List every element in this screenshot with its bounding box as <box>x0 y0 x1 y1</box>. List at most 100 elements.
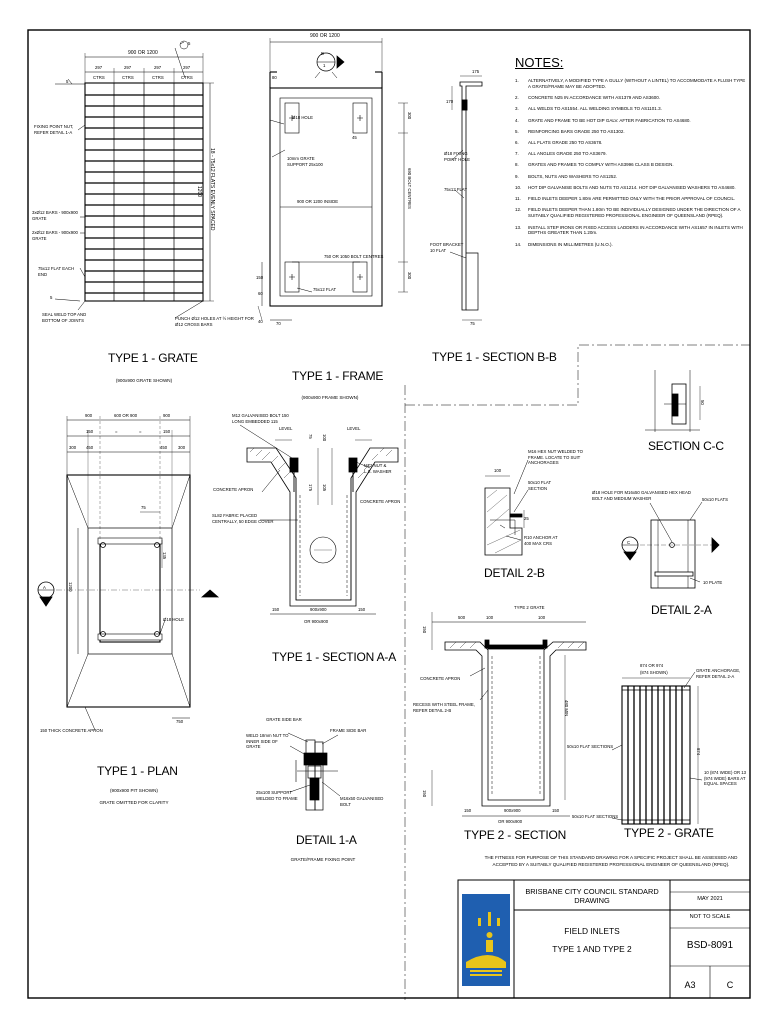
seccc-title: SECTION C-C <box>648 439 724 453</box>
plan1-sec-letter: A <box>43 585 46 590</box>
grate1-ctrs-2: CTRS <box>122 75 134 80</box>
grate2-anch: GRATE ANCHORAGE, REFER DETAIL 2-A <box>696 668 741 679</box>
frame1-v2: 690 BOLT CENTRES <box>407 168 412 209</box>
plan1-d450a: 450 <box>86 445 94 450</box>
section-bb-view <box>449 75 483 321</box>
grate1-fixing: FIXING POINT NUT, REFER DETAIL 1-A <box>34 124 74 135</box>
notes-list: 1.ALTERNATIVELY, A MODIFIED TYPE A GULLY… <box>515 78 747 253</box>
grate1-dim-2: 297 <box>124 65 132 70</box>
title-block <box>457 879 751 999</box>
secaa-apron-l: CONCRETE APRON <box>213 487 254 492</box>
det2a-plate: 10 PLATE <box>703 580 723 585</box>
frame1-v3: 300 <box>407 272 412 280</box>
det2b-flat: 50x10 FLAT SECTION <box>528 480 552 491</box>
plan1-hole: Ø18 HOLE <box>163 617 185 622</box>
note-item: 5.REINFORCING BARS GRADE 250 TO AS1302. <box>515 129 747 135</box>
det2a-sec-letter: C <box>627 540 631 545</box>
det2b-d25: 25 <box>524 516 529 521</box>
note-item: 14. DIMENSIONS IN MILLIMETRES (U.N.O.). <box>515 242 747 248</box>
note-text: ALL FLATS GRADE 250 TO AS3678. <box>528 140 603 146</box>
plan1-title: TYPE 1 - PLAN <box>97 764 178 778</box>
frame1-support: 10mm GRATE SUPPORT 25x100 <box>287 156 323 167</box>
secaa-title: TYPE 1 - SECTION A-A <box>272 650 397 664</box>
note-text: ALL ANGLES GRADE 250 TO AS3679. <box>528 151 607 157</box>
frame1-d80: 80 <box>272 75 277 80</box>
detail-2b-view <box>484 459 529 556</box>
note-number: 10. <box>515 184 522 190</box>
tb-name-2: TYPE 1 AND TYPE 2 <box>552 944 632 954</box>
det2b-d100: 100 <box>494 468 502 473</box>
plan1-d300a: 300 <box>69 445 77 450</box>
plan1-d1200: 1200 <box>68 582 73 592</box>
secaa-bot1: 900x900 <box>310 607 327 612</box>
plan1-note: GRATE OMITTED FOR CLARITY <box>99 800 169 805</box>
note-number: 14. <box>515 241 522 247</box>
note-text: FIELD INLETS DEEPER THAN 1.80m TO BE IND… <box>528 207 741 219</box>
note-number: 11. <box>515 196 521 202</box>
note-text: ALL WELDS TO AS1554. ALL WELDING SYMBOLS… <box>528 106 662 112</box>
det2b-title: DETAIL 2-B <box>484 566 545 580</box>
type1-frame-view <box>257 38 408 321</box>
secaa-d105: 105 <box>322 484 327 492</box>
frame1-inside: 900 OR 1200 INSIDE <box>297 199 339 204</box>
note-text: DIMENSIONS IN MILLIMETRES (U.N.O.). <box>528 241 613 247</box>
rpeq-disclaimer: THE FITNESS FOR PURPOSE OF THIS STANDARD… <box>484 855 738 868</box>
note-item: 9.BOLTS, NUTS AND WASHERS TO AS1252. <box>515 174 747 180</box>
sec2-d150c: 150 <box>464 808 472 813</box>
frame1-dim-top: 900 OR 1200 <box>310 33 340 39</box>
sec2-d100a: 100 <box>486 615 494 620</box>
secaa-d175: 175 <box>308 484 313 492</box>
sec2-d100b: 100 <box>538 615 546 620</box>
plan1-subtitle: (900x900 PIT SHOWN) <box>110 788 158 793</box>
secaa-d150b: 150 <box>358 607 366 612</box>
note-text: GRATE AND FRAME TO BE HOT DIP GALV. AFTE… <box>528 117 691 123</box>
tb-name-1: FIELD INLETS <box>564 926 620 936</box>
plan1-d300b: 300 <box>178 445 186 450</box>
frame1-d40: 40 <box>258 319 263 324</box>
grate1-dim-top: 900 OR 1200 <box>128 50 158 56</box>
sec2-bot2: OR 900x900 <box>498 819 523 824</box>
sec2-d500: 500 <box>458 615 466 620</box>
grate1-weld-2: 5 <box>188 41 191 46</box>
grate1-ctrs-1: CTRS <box>93 75 105 80</box>
note-text: INSTALL STEP IRONS OR FIXED ACCESS LADDE… <box>528 224 743 236</box>
secaa-bot2: OR 900x900 <box>304 619 329 624</box>
notes-title: NOTES: <box>515 55 564 70</box>
section-cc-view <box>645 370 701 432</box>
tb-council: BRISBANE CITY COUNCIL STANDARD DRAWING <box>525 887 659 905</box>
secaa-bolt: M12 GALVANISED BOLT 150 LONG EMBEDDED 11… <box>232 413 289 424</box>
secbb-fixing: Ø18 FIXING POINT HOLE <box>444 151 470 162</box>
grate2-flat1: 50x10 FLAT SECTIONS <box>567 744 614 749</box>
secaa-fabric: SL82 FABRIC PLACED CENTRALLY, 50 EDGE CO… <box>212 513 274 524</box>
frame1-v1: 300 <box>407 112 412 120</box>
divider-lines <box>404 344 750 1000</box>
det2b-nut: M16 HEX NUT WELDED TO FRAME. LOCATE TO S… <box>528 449 583 466</box>
grate1-subtitle: (900x900 GRATE SHOWN) <box>115 378 173 383</box>
tb-scale: NOT TO SCALE <box>689 914 731 920</box>
note-item: 13.INSTALL STEP IRONS OR FIXED ACCESS LA… <box>515 225 747 237</box>
frame1-d750: 750 OR 1050 BOLT CENTRES <box>324 254 384 259</box>
type2-grate-view <box>611 671 703 825</box>
note-text: ALTERNATIVELY, A MODIFIED TYPE A GULLY (… <box>528 78 746 89</box>
secaa-d150a: 150 <box>272 607 280 612</box>
plan1-d900c: 900 <box>163 413 171 418</box>
det2a-title: DETAIL 2-A <box>651 603 712 617</box>
det1a-weld: WELD 18mm NUT TO INNER SIDE OF GRATE <box>246 733 289 750</box>
plan1-d900a: 900 <box>85 413 93 418</box>
note-number: 12. <box>515 207 522 213</box>
grate1-bars-2: 2xØ12 BARS - 900x900 GRATE <box>32 230 78 241</box>
plan1-d750: 750 <box>176 719 184 724</box>
note-item: 8.GRATES AND FRAMES TO COMPLY WITH AS399… <box>515 162 747 168</box>
det1a-support: 25x100 SUPPORT WELDED TO FRAME <box>256 790 298 801</box>
grate2-dim-sub: (874 SHOWN) <box>640 670 668 675</box>
grate1-seal: SEAL WELD TOP AND BOTTOM OF JOINTS <box>42 312 87 323</box>
note-number: 5. <box>515 128 519 134</box>
secbb-foot: FOOT BRACKET 10 FLAT <box>430 242 464 253</box>
secaa-d75: 75 <box>308 434 313 439</box>
note-number: 4. <box>515 117 519 123</box>
frame1-hole: Ø18 HOLE <box>292 115 314 120</box>
sec2-d150a: 150 <box>422 626 427 634</box>
plan1-eq-1: = <box>115 429 118 434</box>
secaa-d100: 100 <box>322 434 327 442</box>
tb-size: A3 <box>684 980 696 990</box>
